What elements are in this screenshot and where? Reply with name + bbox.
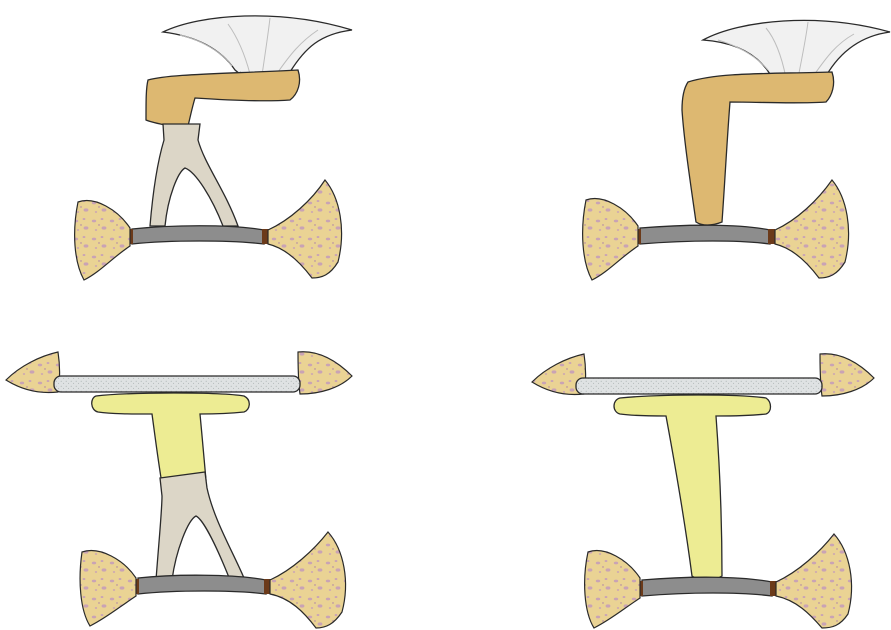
stapes-crus xyxy=(150,124,238,226)
bone-left xyxy=(80,551,136,626)
bone-right xyxy=(775,180,849,278)
tan-prosthesis-bent xyxy=(682,72,834,225)
stapes-footplate-ligament xyxy=(138,575,266,594)
stapes-crus xyxy=(156,472,244,580)
yellow-t-prosthesis xyxy=(92,393,250,484)
bone-bridge-right xyxy=(820,354,874,396)
bone-left xyxy=(585,551,640,628)
stapes-footplate-ligament xyxy=(132,226,264,244)
bone-left xyxy=(583,199,638,280)
tympanic-plate xyxy=(576,378,822,394)
stapes-footplate-ligament xyxy=(640,225,770,244)
stapes-footplate-ligament xyxy=(642,577,772,596)
tan-prosthesis-bent xyxy=(146,70,300,126)
ligament-end-right xyxy=(768,229,775,244)
panel-bottom-right xyxy=(532,354,874,628)
panel-bottom-left xyxy=(6,352,352,628)
yellow-t-prosthesis xyxy=(614,395,771,581)
bone-right xyxy=(268,180,342,278)
bone-bridge-right xyxy=(298,352,352,394)
panel-top-right xyxy=(583,20,890,280)
tympanic-plate xyxy=(54,376,300,392)
panel-top-left xyxy=(75,16,352,280)
bone-left xyxy=(75,201,130,280)
bone-bridge-left xyxy=(6,352,60,393)
bone-right xyxy=(776,534,852,628)
bone-right xyxy=(270,532,346,628)
